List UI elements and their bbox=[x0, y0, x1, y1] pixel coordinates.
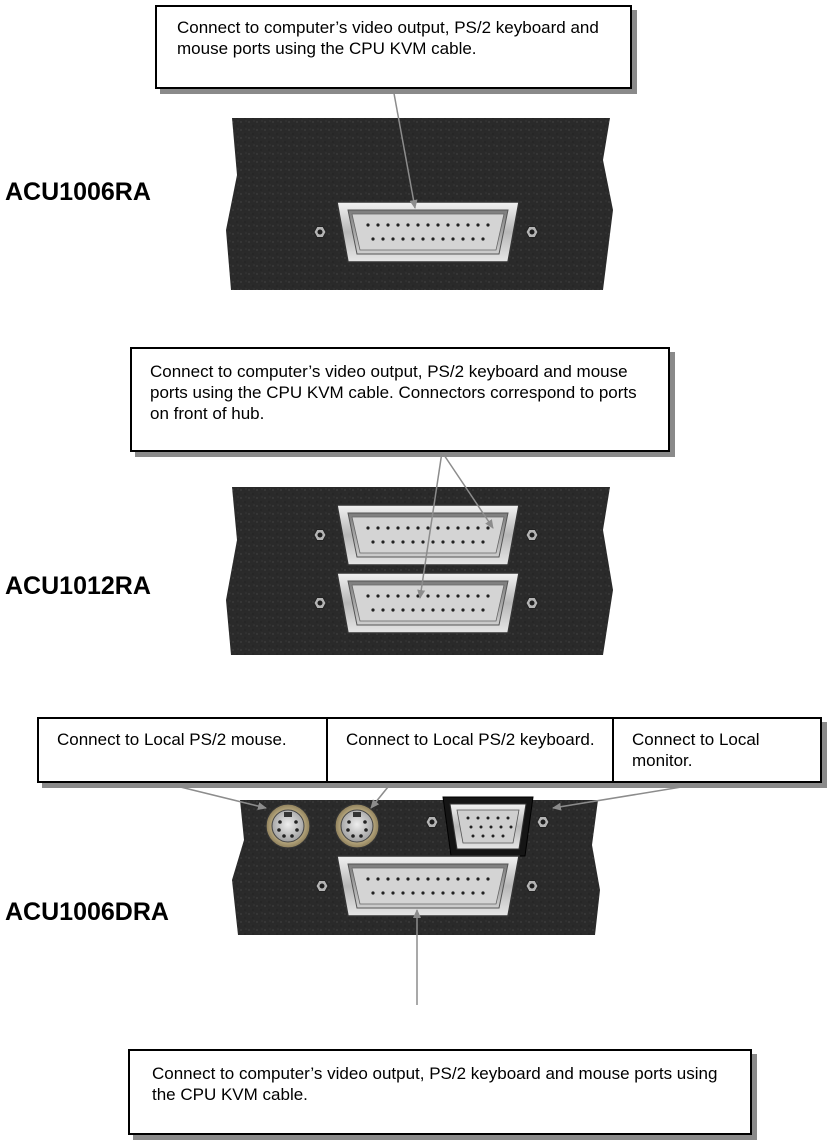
callout-cpu-kvm-cable-bottom: Connect to computer’s video output, PS/2… bbox=[128, 1049, 752, 1135]
hd15-vga-connector-icon bbox=[442, 796, 534, 857]
callout-cpu-kvm-cable: Connect to computer’s video output, PS/2… bbox=[155, 5, 632, 89]
callout-local-monitor: Connect to Local monitor. bbox=[612, 719, 820, 781]
leader-line bbox=[417, 451, 443, 599]
leader-line bbox=[159, 781, 267, 810]
leader-line bbox=[392, 87, 418, 209]
mounting-screw-icon bbox=[536, 816, 550, 828]
leader-line bbox=[441, 451, 494, 529]
mounting-screw-icon bbox=[313, 529, 327, 541]
model-label-acu1012ra: ACU1012RA bbox=[5, 572, 151, 600]
mounting-screw-icon bbox=[315, 880, 329, 892]
callout-local-mouse: Connect to Local PS/2 mouse. bbox=[57, 730, 287, 749]
db25-connector-icon bbox=[336, 855, 520, 917]
mounting-screw-icon bbox=[313, 226, 327, 238]
callout-local-ports: Connect to Local PS/2 mouse. Connect to … bbox=[37, 717, 822, 783]
mounting-screw-icon bbox=[425, 816, 439, 828]
callout-local-keyboard: Connect to Local PS/2 keyboard. bbox=[326, 719, 612, 781]
ps2-mini-din-port-icon bbox=[334, 803, 380, 849]
db25-connector-icon bbox=[336, 572, 520, 634]
mounting-screw-icon bbox=[525, 597, 539, 609]
leader-line bbox=[552, 781, 713, 811]
db25-connector-icon bbox=[336, 201, 520, 263]
model-label-acu1006dra: ACU1006DRA bbox=[5, 898, 169, 926]
mounting-screw-icon bbox=[525, 529, 539, 541]
db25-connector-icon bbox=[336, 504, 520, 566]
callout-cpu-kvm-cable-dual: Connect to computer’s video output, PS/2… bbox=[130, 347, 670, 452]
mounting-screw-icon bbox=[525, 226, 539, 238]
mounting-screw-icon bbox=[313, 597, 327, 609]
ps2-mini-din-port-icon bbox=[265, 803, 311, 849]
mounting-screw-icon bbox=[525, 880, 539, 892]
leader-line bbox=[370, 781, 393, 809]
model-label-acu1006ra: ACU1006RA bbox=[5, 178, 151, 206]
